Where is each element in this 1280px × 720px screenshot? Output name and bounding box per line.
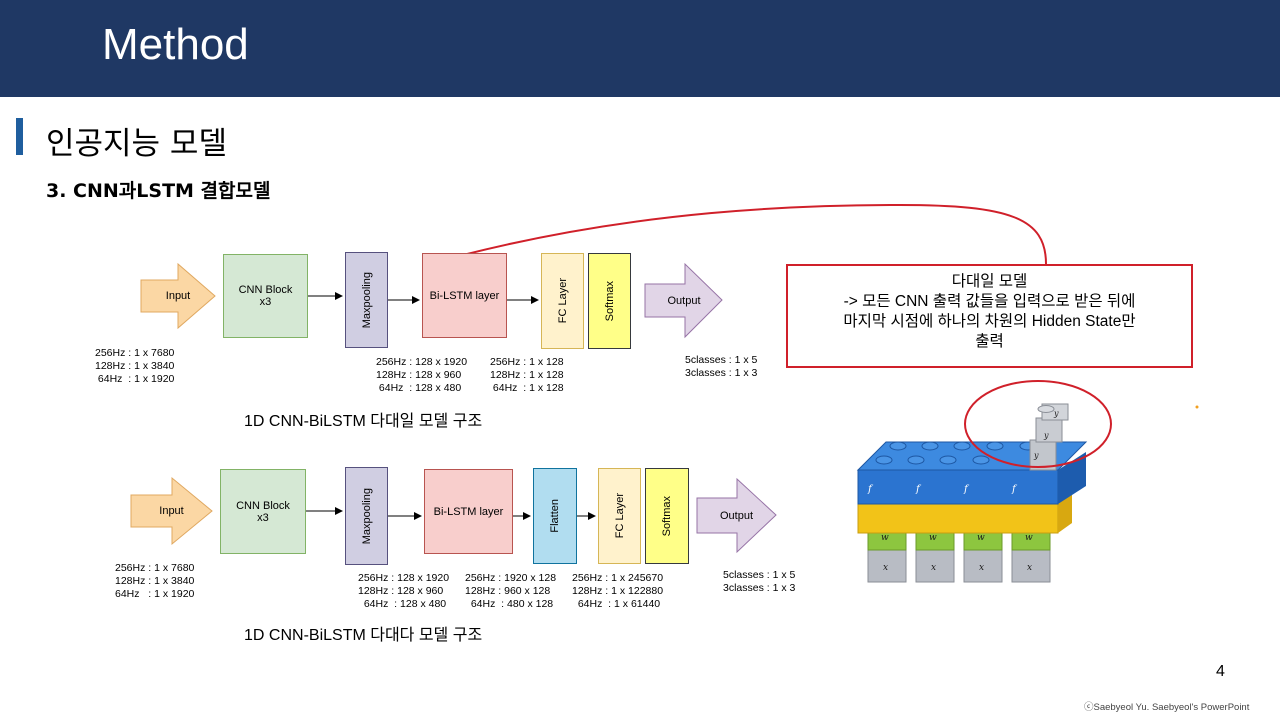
- svg-text:x: x: [1027, 563, 1032, 573]
- flatten-block-2: Flatten: [533, 468, 577, 564]
- softmax-block-1: Softmax: [588, 253, 631, 349]
- output-arrow-2: [696, 477, 777, 554]
- flatten-shapes-2: 256Hz : 1 x 245670 128Hz : 1 x 122880 64…: [572, 572, 664, 610]
- input-shapes-1: 256Hz : 1 x 7680 128Hz : 1 x 3840 64Hz :…: [95, 347, 175, 385]
- svg-text:f: f: [867, 484, 874, 495]
- svg-text:w: w: [881, 533, 889, 543]
- cnn-block-2: CNN Block x3: [220, 469, 306, 554]
- svg-text:w: w: [977, 533, 985, 543]
- svg-text:y: y: [1033, 451, 1039, 460]
- pool-shapes-2: 256Hz : 128 x 1920 128Hz : 128 x 960 64H…: [358, 572, 450, 610]
- input-arrow-1: [140, 262, 216, 330]
- softmax-label: Softmax: [661, 495, 673, 537]
- fc-block-1: FC Layer: [541, 253, 584, 349]
- title-bar: Method: [0, 0, 1280, 97]
- fc-block-2: FC Layer: [598, 468, 641, 564]
- rnn-block-figure: x x x x w w w w f f f f y y y: [856, 403, 1088, 583]
- fc-label: FC Layer: [556, 278, 569, 324]
- flatten-label: Flatten: [549, 499, 561, 533]
- page-number: 4: [1216, 663, 1225, 680]
- callout-curve: [462, 203, 1047, 265]
- callout-line-2: -> 모든 CNN 출력 값들을 입력으로 받은 뒤에: [843, 293, 1136, 310]
- caption-1: 1D CNN-BiLSTM 다대일 모델 구조: [244, 413, 483, 430]
- slide-title: Method: [102, 20, 249, 69]
- caption-2: 1D CNN-BiLSTM 다대다 모델 구조: [244, 627, 483, 644]
- input-blocks: [867, 549, 1051, 583]
- lstm-shapes-2: 256Hz : 1920 x 128 128Hz : 960 x 128 64H…: [465, 572, 557, 610]
- softmax-block-2: Softmax: [645, 468, 689, 564]
- output-label-2: Output: [719, 509, 754, 522]
- svg-text:w: w: [929, 533, 937, 543]
- maxpool-label: Maxpooling: [360, 271, 373, 329]
- svg-text:x: x: [931, 563, 936, 573]
- input-label-1: Input: [165, 290, 191, 302]
- output-label-1: Output: [667, 294, 701, 307]
- blue-layer: [857, 469, 1059, 505]
- callout-line-3: 마지막 시점에 하나의 차원의 Hidden State만: [843, 313, 1136, 330]
- svg-text:f: f: [1011, 484, 1018, 495]
- svg-text:y: y: [1053, 409, 1059, 418]
- callout-box: 다대일 모델 -> 모든 CNN 출력 값들을 입력으로 받은 뒤에 마지막 시…: [786, 264, 1193, 368]
- softmax-label: Softmax: [603, 280, 616, 322]
- maxpool-block-2: Maxpooling: [345, 467, 388, 565]
- svg-text:f: f: [963, 484, 970, 495]
- output-shapes-2: 5classes : 1 x 5 3classes : 1 x 3: [723, 569, 796, 594]
- cnn-block-1: CNN Block x3: [223, 254, 308, 338]
- maxpool-block-1: Maxpooling: [345, 252, 388, 348]
- input-arrow-2: [130, 476, 213, 546]
- callout-line-4: 출력: [975, 333, 1004, 350]
- maxpool-label: Maxpooling: [360, 487, 373, 545]
- callout-line-1: 다대일 모델: [951, 273, 1028, 290]
- pool-shapes-1: 256Hz : 128 x 1920 128Hz : 128 x 960 64H…: [376, 356, 468, 394]
- input-label-2: Input: [159, 505, 184, 517]
- svg-text:x: x: [979, 563, 984, 573]
- lstm-shapes-1: 256Hz : 1 x 128 128Hz : 1 x 128 64Hz : 1…: [490, 356, 564, 394]
- bilstm-block-1: Bi-LSTM layer: [422, 253, 507, 338]
- svg-text:y: y: [1043, 431, 1049, 440]
- svg-text:x: x: [883, 563, 888, 573]
- svg-text:f: f: [915, 484, 922, 495]
- yellow-layer: [857, 502, 1059, 534]
- output-shapes-1: 5classes : 1 x 5 3classes : 1 x 3: [685, 354, 758, 379]
- output-arrow-1: [644, 262, 723, 339]
- section-accent-bar: [16, 118, 23, 155]
- svg-text:w: w: [1025, 533, 1033, 543]
- highlight-ellipse: [964, 380, 1112, 468]
- bilstm-block-2: Bi-LSTM layer: [424, 469, 513, 554]
- footer-credit: ⓒSaebyeol Yu. Saebyeol's PowerPoint: [1084, 702, 1250, 713]
- fc-label: FC Layer: [613, 493, 626, 539]
- section-title: 인공지능 모델: [46, 126, 227, 162]
- input-shapes-2: 256Hz : 1 x 7680 128Hz : 1 x 3840 64Hz :…: [115, 562, 195, 600]
- subtitle: 3. CNN과LSTM 결합모델: [46, 180, 271, 202]
